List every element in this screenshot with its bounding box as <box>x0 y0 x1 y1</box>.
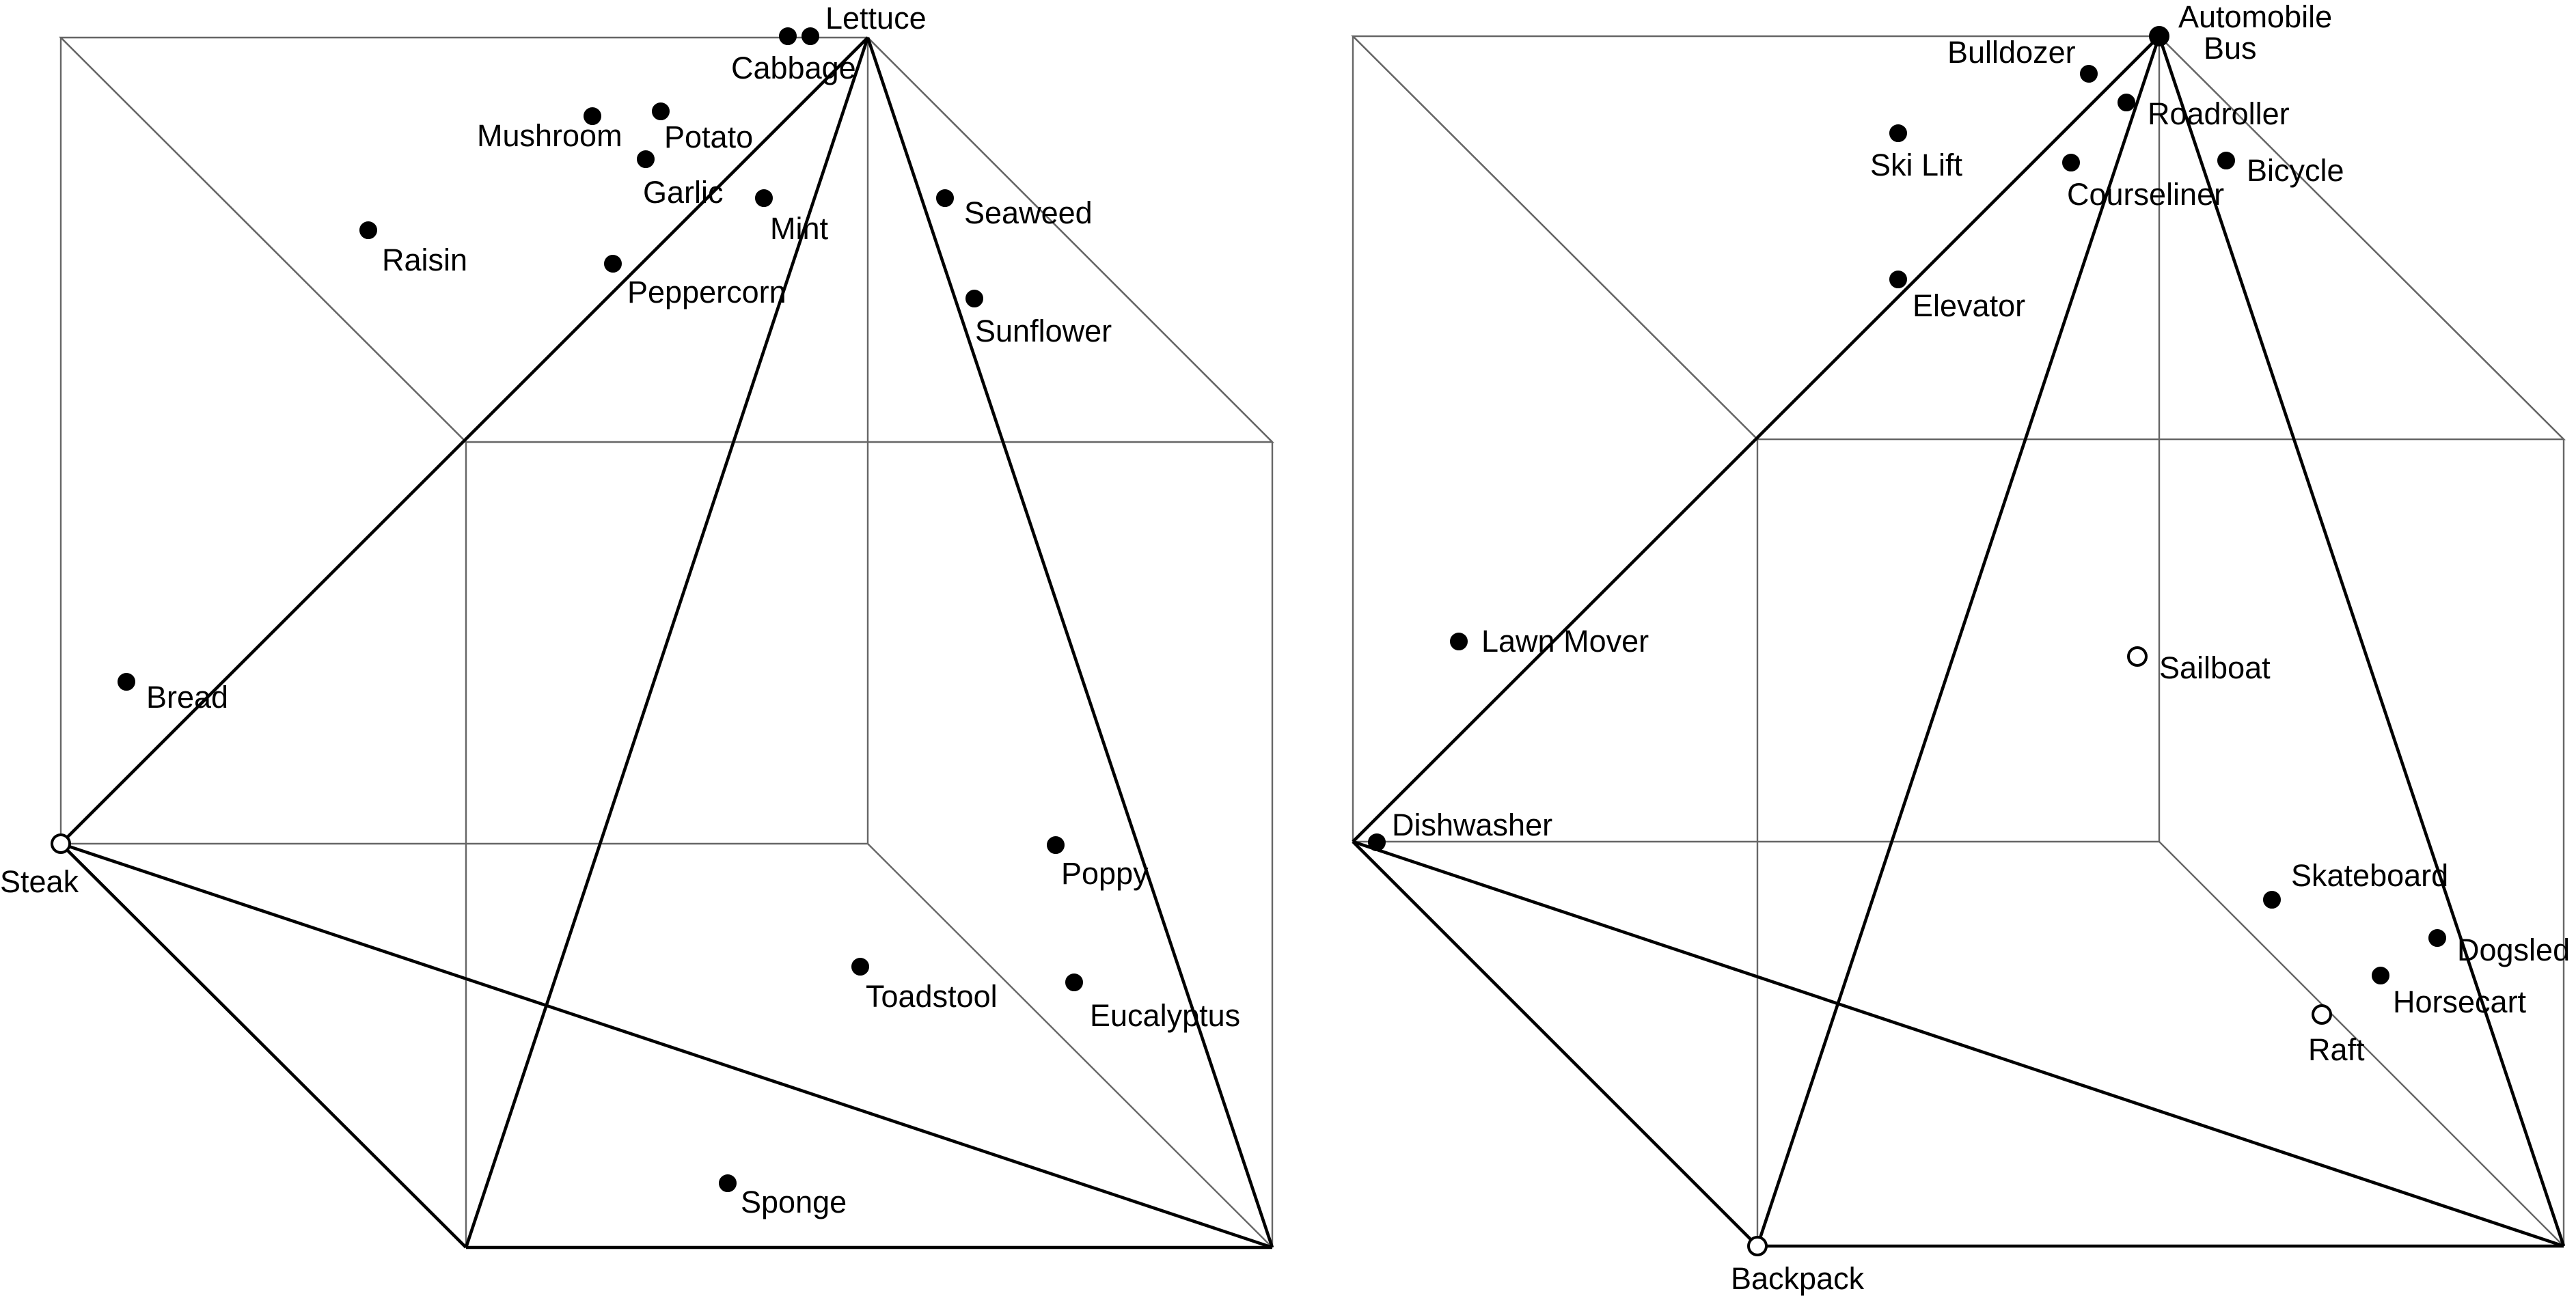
sponge-marker <box>719 1174 737 1192</box>
toadstool-label: Toadstool <box>866 979 998 1014</box>
sailboat-label: Sailboat <box>2159 650 2271 685</box>
lettuce-marker <box>779 27 797 45</box>
eucalyptus-label: Eucalyptus <box>1090 998 1240 1033</box>
ski-lift-label: Ski Lift <box>1870 148 1963 182</box>
elevator-label: Elevator <box>1913 288 2025 323</box>
horsecart-marker <box>2372 967 2389 984</box>
skateboard-marker <box>2263 891 2281 909</box>
eucalyptus-marker <box>1065 974 1083 991</box>
backpack-label: Backpack <box>1731 1261 1865 1296</box>
bus-label: Bus <box>2204 31 2257 66</box>
mint-label: Mint <box>770 211 829 246</box>
bulldozer-label: Bulldozer <box>1947 35 2076 70</box>
potato-marker <box>652 102 670 120</box>
food-cube-wireframe <box>59 36 1274 1248</box>
sailboat-marker <box>2127 646 2148 667</box>
raisin-marker <box>359 221 377 239</box>
lawn-mover-label: Lawn Mover <box>1481 624 1649 659</box>
seaweed-marker <box>936 189 954 207</box>
raisin-label: Raisin <box>382 243 467 277</box>
sunflower-label: Sunflower <box>975 314 1112 348</box>
garlic-label: Garlic <box>643 175 724 210</box>
automobile-label: Automobile <box>2178 0 2332 34</box>
roadroller-marker <box>2118 94 2135 111</box>
mushroom-marker <box>584 107 601 125</box>
cabbage-label: Cabbage <box>731 51 856 85</box>
horsecart-label: Horsecart <box>2393 984 2527 1019</box>
toadstool-marker <box>851 958 869 976</box>
roadroller-label: Roadroller <box>2148 96 2290 131</box>
bulldozer-marker <box>2080 65 2098 83</box>
dishwasher-marker <box>1368 833 1386 851</box>
mushroom-label: Mushroom <box>477 118 622 153</box>
skateboard-label: Skateboard <box>2291 858 2448 893</box>
bicycle-label: Bicycle <box>2247 153 2344 188</box>
bread-label: Bread <box>146 680 228 715</box>
peppercorn-label: Peppercorn <box>627 275 786 309</box>
vehicle-pyramid-edges <box>1352 35 2566 1248</box>
food-pyramid-edges <box>59 36 1274 1249</box>
bus-marker <box>2150 27 2168 45</box>
elevator-marker <box>1889 271 1907 288</box>
ski-lift-marker <box>1889 124 1907 142</box>
lettuce-label: Lettuce <box>825 1 927 36</box>
raft-marker <box>2312 1004 2332 1025</box>
backpack-marker <box>1747 1236 1768 1256</box>
dishwasher-label: Dishwasher <box>1392 807 1552 842</box>
dogsled-marker <box>2428 929 2446 947</box>
poppy-marker <box>1047 836 1065 854</box>
seaweed-label: Seaweed <box>964 195 1093 230</box>
vehicle-cube-wireframe <box>1351 35 2566 1247</box>
courseliner-marker <box>2062 154 2080 171</box>
mint-marker <box>755 189 773 207</box>
garlic-marker <box>637 150 655 168</box>
steak-label: Steak <box>0 864 79 899</box>
poppy-label: Poppy <box>1061 856 1149 891</box>
dogsled-label: Dogsled <box>2457 933 2570 967</box>
peppercorn-marker <box>604 255 622 273</box>
bicycle-marker <box>2217 152 2235 169</box>
steak-marker <box>51 833 71 854</box>
sponge-label: Sponge <box>741 1185 847 1219</box>
bread-marker <box>118 673 135 691</box>
raft-label: Raft <box>2308 1032 2365 1067</box>
lawn-mover-marker <box>1450 633 1468 650</box>
courseliner-label: Courseliner <box>2067 177 2224 212</box>
cabbage-marker <box>801 27 819 45</box>
potato-label: Potato <box>664 120 753 154</box>
sunflower-marker <box>965 290 983 307</box>
